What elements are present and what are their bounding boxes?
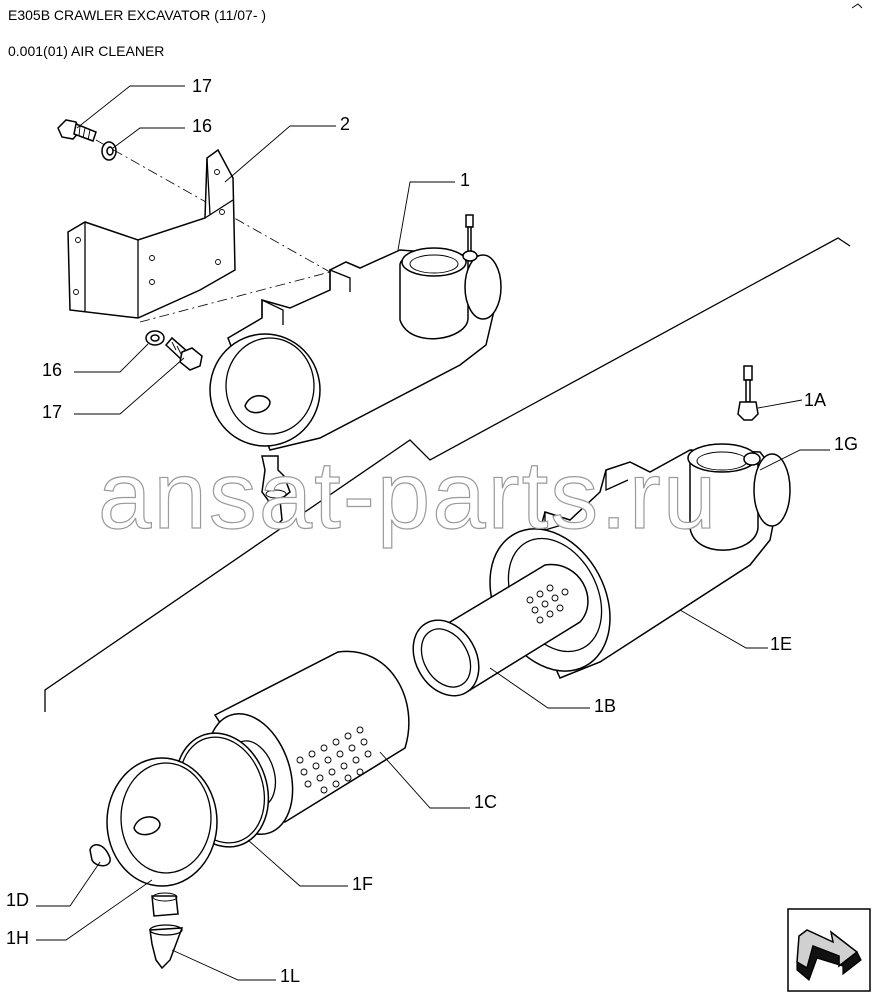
callout-17-top: 17 bbox=[192, 76, 212, 96]
callout-1G: 1G bbox=[834, 434, 858, 454]
corner-mark bbox=[851, 3, 863, 9]
callout-1H: 1H bbox=[6, 928, 29, 948]
washer-16-bottom bbox=[145, 330, 165, 346]
callout-2: 2 bbox=[340, 114, 350, 134]
safety-filter-1B bbox=[412, 563, 589, 697]
axis-line bbox=[139, 271, 331, 323]
next-page-arrow-icon[interactable] bbox=[787, 908, 871, 992]
seal-1D bbox=[89, 844, 111, 867]
cover-1H bbox=[106, 757, 218, 917]
callout-17-bottom: 17 bbox=[42, 402, 62, 422]
separator-line bbox=[44, 237, 851, 712]
callout-16-top: 16 bbox=[192, 116, 212, 136]
callout-1F: 1F bbox=[352, 874, 373, 894]
air-cleaner-assembled-1 bbox=[209, 214, 502, 528]
washer-16-top bbox=[101, 141, 117, 161]
leader-lines bbox=[36, 85, 830, 981]
callout-1C: 1C bbox=[474, 792, 497, 812]
callout-1D: 1D bbox=[6, 890, 29, 910]
callout-16-bottom: 16 bbox=[42, 360, 62, 380]
callout-1A: 1A bbox=[804, 390, 826, 410]
bolt-17-top bbox=[57, 119, 97, 142]
page-subtitle: 0.001(01) AIR CLEANER bbox=[8, 43, 165, 59]
bolt-17-bottom bbox=[164, 336, 203, 371]
callout-1L: 1L bbox=[280, 966, 300, 986]
watermark-text: ansat-parts.ru bbox=[98, 442, 718, 549]
restriction-indicator-1A bbox=[737, 365, 759, 421]
mounting-bracket-2 bbox=[67, 148, 236, 319]
callout-1E: 1E bbox=[770, 634, 792, 654]
callout-1B: 1B bbox=[594, 696, 616, 716]
callout-1: 1 bbox=[460, 170, 470, 190]
page-title: E305B CRAWLER EXCAVATOR (11/07- ) bbox=[8, 7, 267, 23]
dust-valve-1L bbox=[149, 924, 184, 970]
